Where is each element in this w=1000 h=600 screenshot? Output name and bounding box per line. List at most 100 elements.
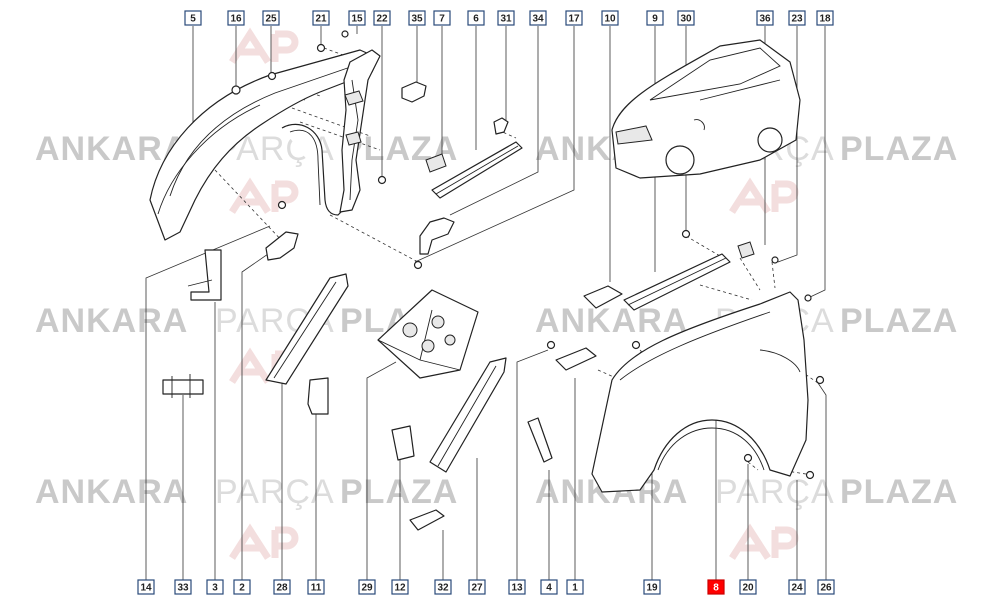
screw-15 [341, 30, 349, 38]
callout-35: 35 [408, 10, 426, 26]
callout-number: 19 [646, 583, 658, 594]
callout-number: 11 [311, 583, 322, 594]
callout-box [137, 579, 155, 595]
screw-24 [805, 470, 815, 480]
callout-box [434, 579, 452, 595]
callout-number: 33 [177, 583, 189, 594]
callout-box [307, 579, 325, 595]
callout-box [227, 10, 245, 26]
callout-33: 33 [174, 579, 192, 595]
callout-22: 22 [373, 10, 391, 26]
callout-box [433, 10, 451, 26]
callout-30: 30 [677, 10, 695, 26]
callout-number: 29 [361, 583, 373, 594]
seal-strip-9 [623, 253, 731, 311]
callout-number: 10 [604, 14, 616, 25]
hardware-box-29 [377, 289, 479, 379]
bracket-3 [190, 249, 222, 301]
callout-number: 5 [190, 14, 196, 25]
callout-12: 12 [391, 579, 409, 595]
callout-number: 26 [820, 583, 832, 594]
callout-box [817, 579, 835, 595]
callout-box [508, 579, 526, 595]
callout-number: 22 [376, 14, 388, 25]
callout-number: 31 [500, 14, 512, 25]
callout-box [739, 579, 757, 595]
callout-29: 29 [358, 579, 376, 595]
callout-10: 10 [601, 10, 619, 26]
callout-number: 24 [791, 583, 803, 594]
callout-2: 2 [233, 579, 251, 595]
watermark-word-plaza: PLAZA [840, 130, 958, 168]
watermark-logo-icon [229, 27, 299, 64]
bracket-4 [527, 417, 553, 463]
watermark-row: ANKARA PARÇA PLAZA ANKARA PARÇA PLAZA [35, 473, 957, 511]
callout-box [677, 10, 695, 26]
callout-19: 19 [643, 579, 661, 595]
car-thumbnail [611, 39, 801, 179]
callout-6: 6 [467, 10, 485, 26]
bracket-32 [409, 509, 445, 531]
callout-number: 25 [265, 14, 277, 25]
callout-24: 24 [788, 579, 806, 595]
callout-box [643, 579, 661, 595]
callout-7: 7 [433, 10, 451, 26]
callout-box [707, 579, 725, 595]
callout-box [233, 579, 251, 595]
callout-box [788, 579, 806, 595]
watermark-word-parca: PARÇA [715, 473, 835, 511]
parts [149, 30, 825, 531]
screw-21 [316, 43, 326, 53]
callout-box [816, 10, 834, 26]
watermark-word-ankara: ANKARA [35, 302, 188, 340]
screw-14 [277, 200, 287, 210]
watermark-word-ankara: ANKARA [35, 130, 188, 168]
screw-30 [681, 229, 691, 239]
callout-number: 2 [239, 583, 245, 594]
callout-16: 16 [227, 10, 245, 26]
bracket-34 [419, 217, 455, 255]
callout-box [358, 579, 376, 595]
watermark-word-ankara: ANKARA [535, 302, 688, 340]
clip-35 [401, 81, 427, 103]
callout-number: 30 [680, 14, 692, 25]
callout-15: 15 [348, 10, 366, 26]
left-inner-bracket [339, 49, 381, 213]
callout-number: 7 [439, 14, 445, 25]
screw-26 [815, 375, 825, 385]
callout-25: 25 [262, 10, 280, 26]
callout-4: 4 [540, 579, 558, 595]
bracket-2 [265, 231, 299, 261]
callout-number: 12 [394, 583, 406, 594]
screws [231, 30, 825, 480]
watermark-word-plaza: PLAZA [340, 473, 458, 511]
callout-box [184, 10, 202, 26]
clip-31 [493, 117, 509, 135]
callout-20: 20 [739, 579, 757, 595]
callout-number: 34 [532, 14, 544, 25]
right-fender-panel [591, 291, 809, 493]
callout-28: 28 [273, 579, 291, 595]
watermark: ANKARA PARÇA PLAZA ANKARA PARÇA PLAZA AN… [35, 27, 958, 560]
watermark-logo-icon [729, 523, 799, 560]
callout-27: 27 [468, 579, 486, 595]
callout-8: 8 [707, 579, 725, 595]
callout-box [565, 10, 583, 26]
callout-13: 13 [508, 579, 526, 595]
callout-box [788, 10, 806, 26]
callout-number: 17 [568, 14, 580, 25]
bracket-33 [162, 379, 204, 395]
callout-box [206, 579, 224, 595]
callout-9: 9 [646, 10, 664, 26]
screw-25 [267, 71, 277, 81]
callout-number: 6 [473, 14, 479, 25]
callout-number: 23 [791, 14, 803, 25]
clip-7 [425, 153, 447, 173]
callout-box [646, 10, 664, 26]
callout-box [174, 579, 192, 595]
watermark-row: ANKARA PARÇA PLAZA ANKARA PARÇA PLAZA [35, 302, 957, 340]
callout-box [497, 10, 515, 26]
callout-box [373, 10, 391, 26]
